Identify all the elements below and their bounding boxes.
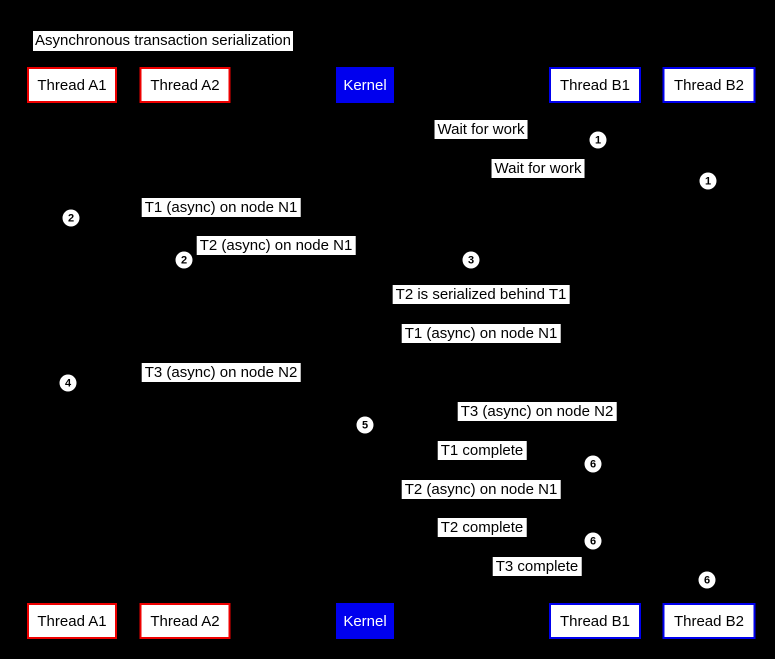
message-label: T1 (async) on node N1 (141, 198, 301, 217)
lifeline-box-thread-b1-bottom: Thread B1 (549, 603, 641, 639)
lifeline-box-thread-b2-top: Thread B2 (662, 67, 756, 103)
message-label: T2 (async) on node N1 (401, 480, 561, 499)
lifeline-box-thread-a1-bottom: Thread A1 (27, 603, 117, 639)
sequence-number-marker: 1 (699, 172, 717, 190)
sequence-number-marker: 3 (462, 251, 480, 269)
message-label: T3 (async) on node N2 (141, 363, 301, 382)
sequence-number-marker: 1 (589, 131, 607, 149)
message-label: T3 complete (492, 557, 582, 576)
lifeline-box-thread-a1-top: Thread A1 (27, 67, 117, 103)
message-label: Wait for work (434, 120, 528, 139)
message-label: T3 (async) on node N2 (457, 402, 617, 421)
sequence-number-marker: 5 (356, 416, 374, 434)
lifeline-box-thread-a2-top: Thread A2 (139, 67, 231, 103)
lifeline-box-thread-b1-top: Thread B1 (549, 67, 641, 103)
lifeline-box-thread-b2-bottom: Thread B2 (662, 603, 756, 639)
message-label: T1 complete (437, 441, 527, 460)
sequence-number-marker: 4 (59, 374, 77, 392)
lifeline-box-kernel-bottom: Kernel (336, 603, 394, 639)
lifeline-box-kernel-top: Kernel (336, 67, 394, 103)
sequence-number-marker: 6 (698, 571, 716, 589)
message-label: T2 (async) on node N1 (196, 236, 356, 255)
sequence-number-marker: 6 (584, 455, 602, 473)
lifeline-box-thread-a2-bottom: Thread A2 (139, 603, 231, 639)
message-label: T2 is serialized behind T1 (392, 285, 570, 304)
diagram-title: Asynchronous transaction serialization (33, 31, 293, 51)
sequence-number-marker: 2 (175, 251, 193, 269)
message-label: T1 (async) on node N1 (401, 324, 561, 343)
sequence-number-marker: 6 (584, 532, 602, 550)
sequence-number-marker: 2 (62, 209, 80, 227)
message-label: T2 complete (437, 518, 527, 537)
message-label: Wait for work (491, 159, 585, 178)
